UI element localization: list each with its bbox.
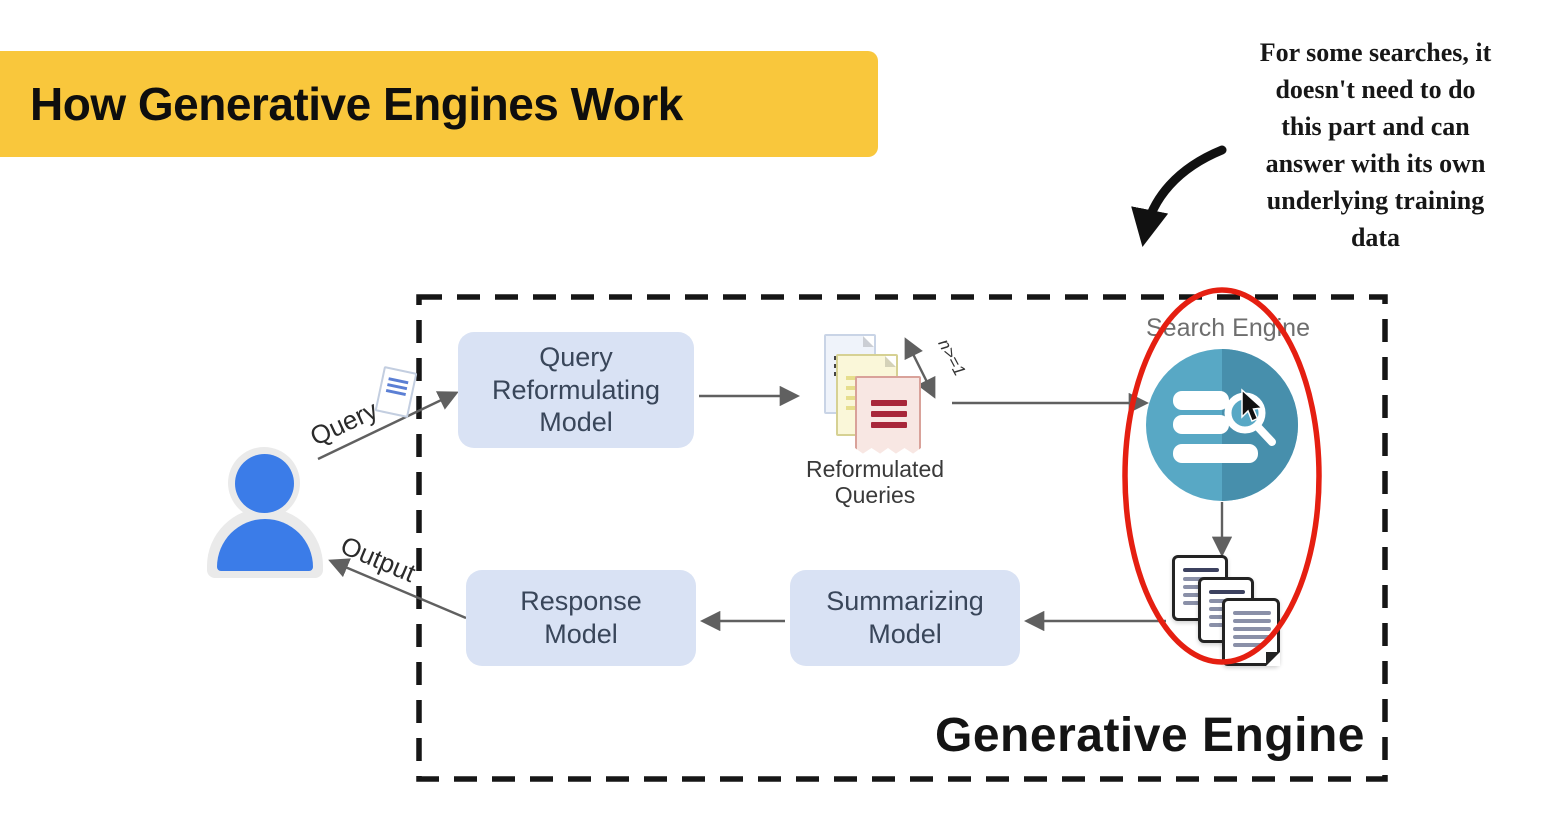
node-label: Query Reformulating Model xyxy=(491,341,661,438)
n-count-label: n>=1 xyxy=(934,336,969,379)
node-label: Response Model xyxy=(520,586,642,649)
n-count-arrow xyxy=(904,337,936,399)
search-engine-icon xyxy=(1146,349,1298,501)
user-head-icon xyxy=(235,454,294,513)
query-arrow xyxy=(317,391,459,461)
search-engine-label: Search Engine xyxy=(1145,314,1310,342)
note-line: this part and can xyxy=(1281,112,1470,141)
summarizing-model-box: Summarizing Model xyxy=(790,570,1020,666)
generative-engine-caption: Generative Engine xyxy=(935,709,1365,762)
note-line: data xyxy=(1350,223,1401,252)
output-arrow xyxy=(328,558,467,620)
query-reformulating-model-box: Query Reformulating Model xyxy=(458,332,694,448)
response-model-box: Response Model xyxy=(466,570,696,666)
reformulated-doc-icon xyxy=(855,376,921,454)
reformulated-queries-label: Reformulated Queries xyxy=(805,456,945,508)
page-title: How Generative Engines Work xyxy=(30,78,683,130)
note-line: doesn't need to do xyxy=(1275,75,1476,104)
note-line: underlying training xyxy=(1266,186,1485,215)
note-line: answer with its own xyxy=(1265,149,1486,178)
node-label: Summarizing Model xyxy=(826,586,984,649)
note-line: For some searches, it xyxy=(1259,38,1492,67)
handwritten-note: For some searches, it doesn't need to do… xyxy=(1185,34,1566,256)
result-doc-icon xyxy=(1222,598,1280,666)
title-highlight: How Generative Engines Work xyxy=(0,51,878,157)
